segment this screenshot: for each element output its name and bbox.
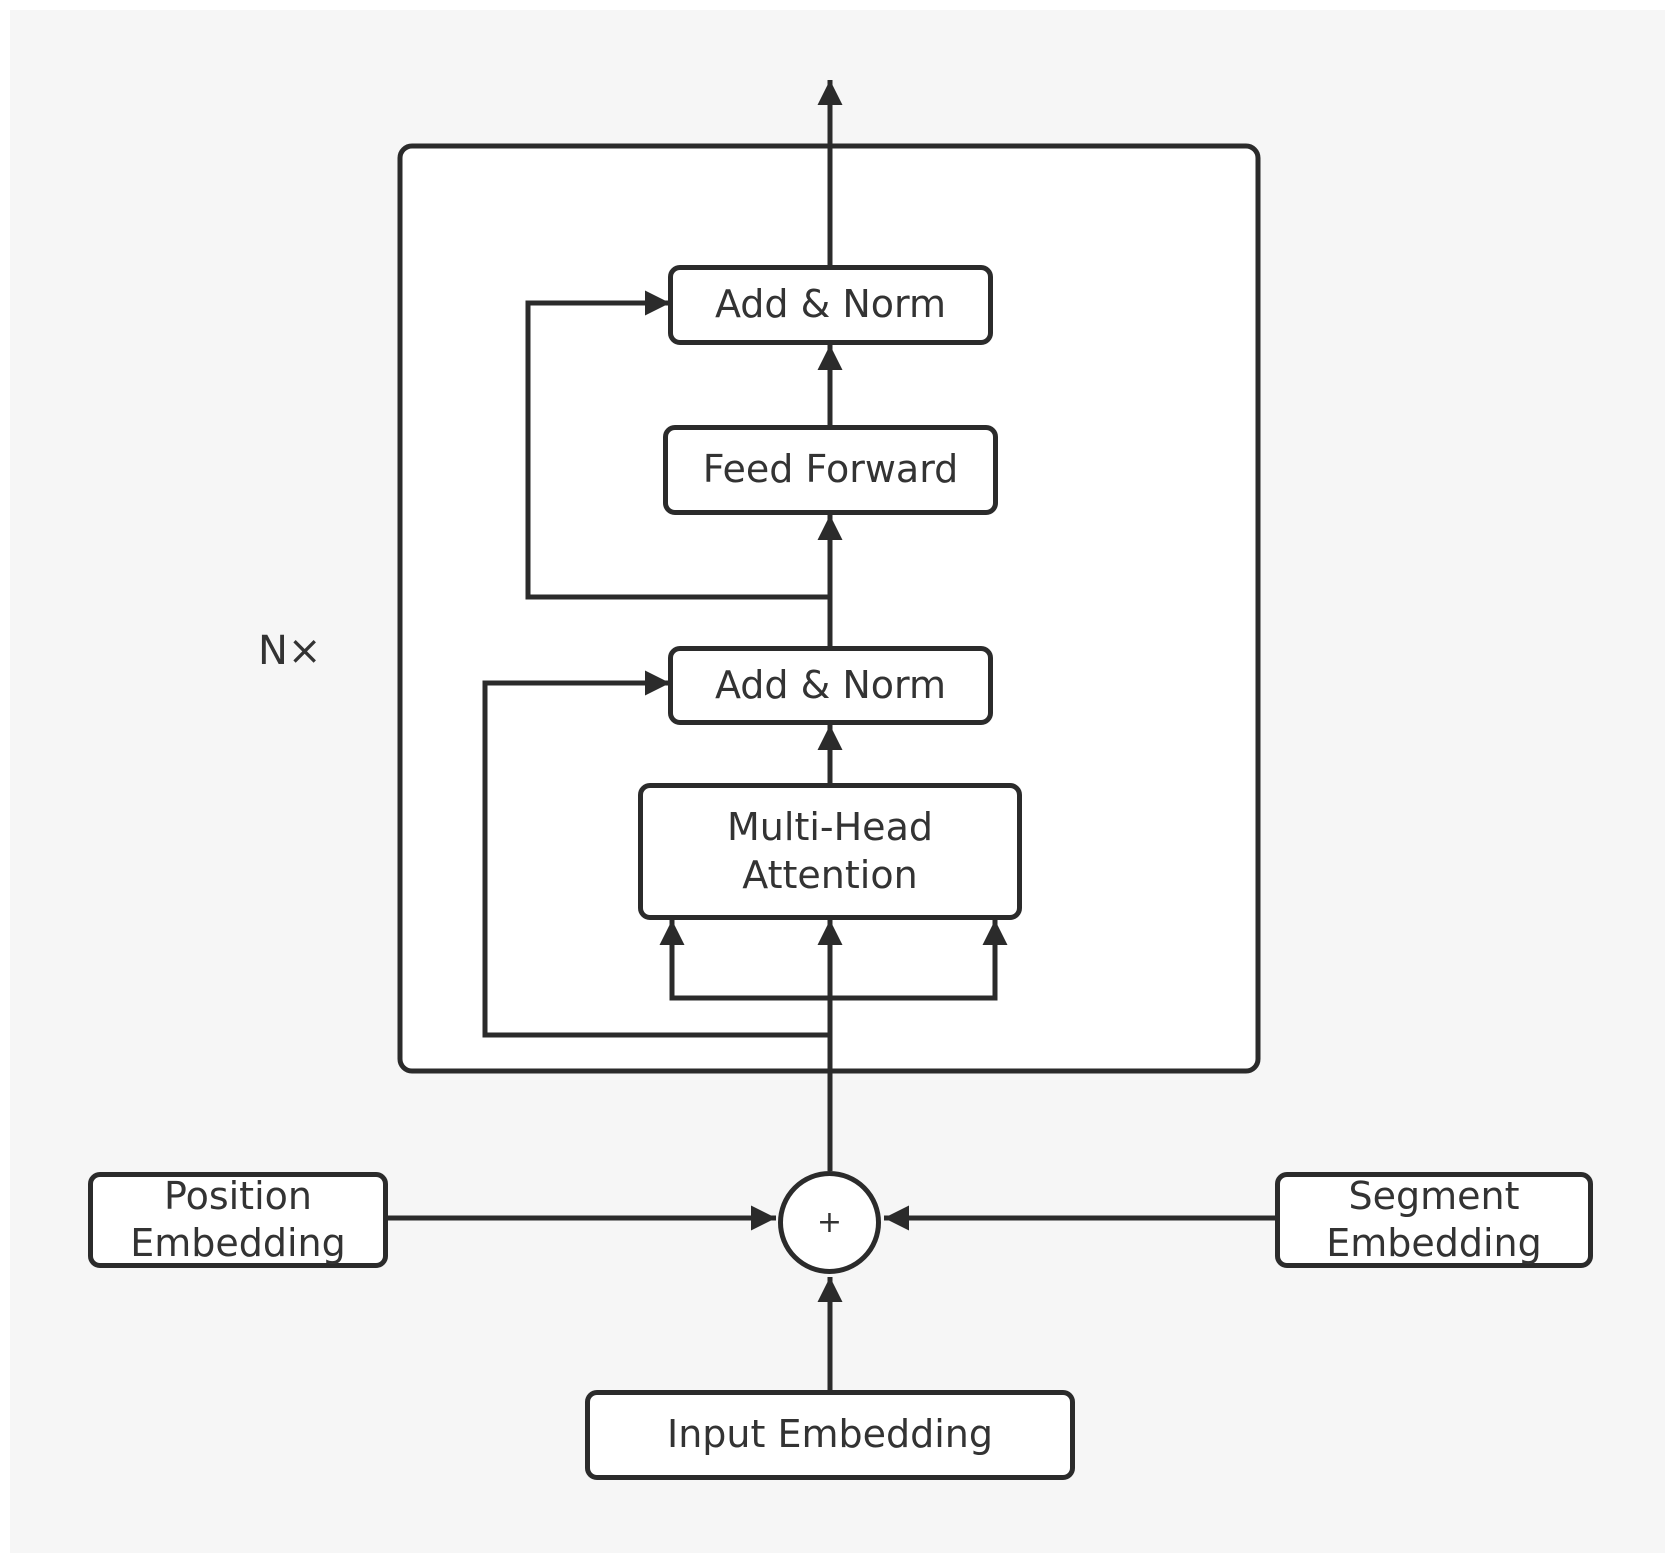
add-norm-top-block: Add & Norm	[668, 265, 993, 345]
segment-embedding-line1: Segment	[1348, 1173, 1520, 1218]
position-embedding-line1: Position	[164, 1173, 312, 1218]
segment-embedding-line2: Embedding	[1326, 1221, 1542, 1265]
multi-head-attention-block: Multi-Head Attention	[638, 783, 1022, 920]
input-embedding-block: Input Embedding	[585, 1390, 1075, 1480]
repeat-label: N×	[258, 628, 322, 674]
residual-connection-1	[482, 670, 830, 1038]
residual-connection-2	[525, 290, 830, 600]
attention-branch-right	[830, 920, 1008, 1001]
attention-label-line2: Attention	[742, 852, 918, 897]
segment-embedding-block: Segment Embedding	[1275, 1172, 1593, 1268]
input-embedding-label: Input Embedding	[666, 1412, 993, 1457]
feed-forward-label: Feed Forward	[702, 447, 959, 492]
attention-label-line1: Multi-Head	[727, 805, 933, 849]
add-norm-bottom-block: Add & Norm	[668, 646, 993, 725]
position-embedding-block: Position Embedding	[88, 1172, 388, 1268]
add-norm-top-label: Add & Norm	[714, 282, 946, 327]
position-embedding-line2: Embedding	[130, 1221, 346, 1265]
sum-node: +	[778, 1171, 881, 1274]
add-norm-bottom-label: Add & Norm	[714, 662, 946, 707]
feed-forward-block: Feed Forward	[663, 425, 998, 515]
attention-branch-left	[659, 920, 830, 1001]
